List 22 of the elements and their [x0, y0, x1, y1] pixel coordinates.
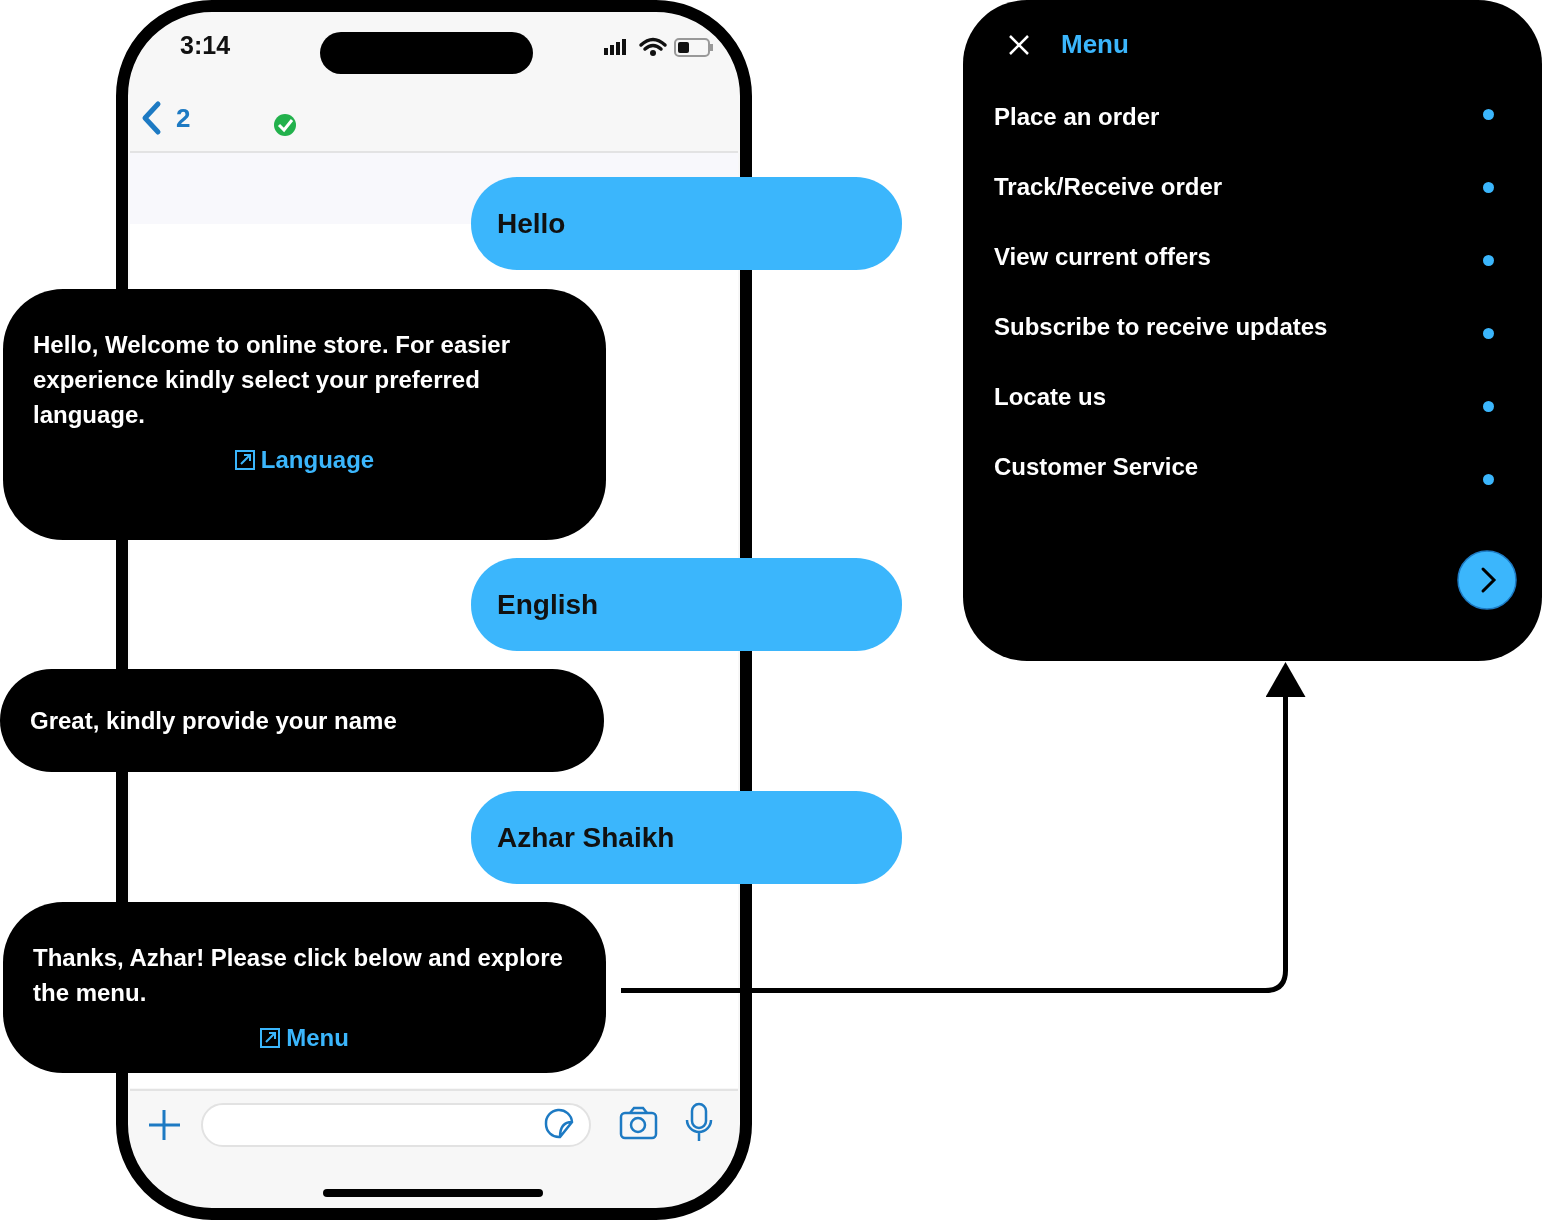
time-text: 3:14: [180, 31, 231, 60]
menu-title: Menu: [1061, 29, 1129, 60]
received-message-bubble: [3, 289, 606, 540]
menu-item: Customer Service: [994, 453, 1199, 481]
received-message-bubble: [3, 902, 606, 1073]
link: Language: [260, 446, 375, 474]
message-text: Thanks, Azhar! Please click below and explore the menu.: [33, 943, 564, 1008]
message-text: Hello: [497, 207, 566, 240]
link: Menu: [286, 1024, 349, 1052]
menu-item: Subscribe to receive updates: [994, 313, 1328, 341]
message-text: Azhar Shaikh: [497, 821, 675, 854]
unread-count: 2: [176, 103, 191, 134]
message-text: Hello, Welcome to online store. For easier experience kindly select your preferred language.: [33, 330, 511, 430]
menu-panel: [963, 0, 1542, 661]
message-text: Great, kindly provide your name: [30, 706, 397, 736]
message-text: English: [497, 588, 599, 621]
menu-item: Locate us: [994, 383, 1107, 411]
received-message-bubble: [0, 669, 604, 772]
menu-item: Place an order: [994, 103, 1160, 131]
menu-item: View current offers: [994, 243, 1211, 271]
connector-arrow: [621, 662, 1306, 993]
menu-item: Track/Receive order: [994, 173, 1223, 201]
